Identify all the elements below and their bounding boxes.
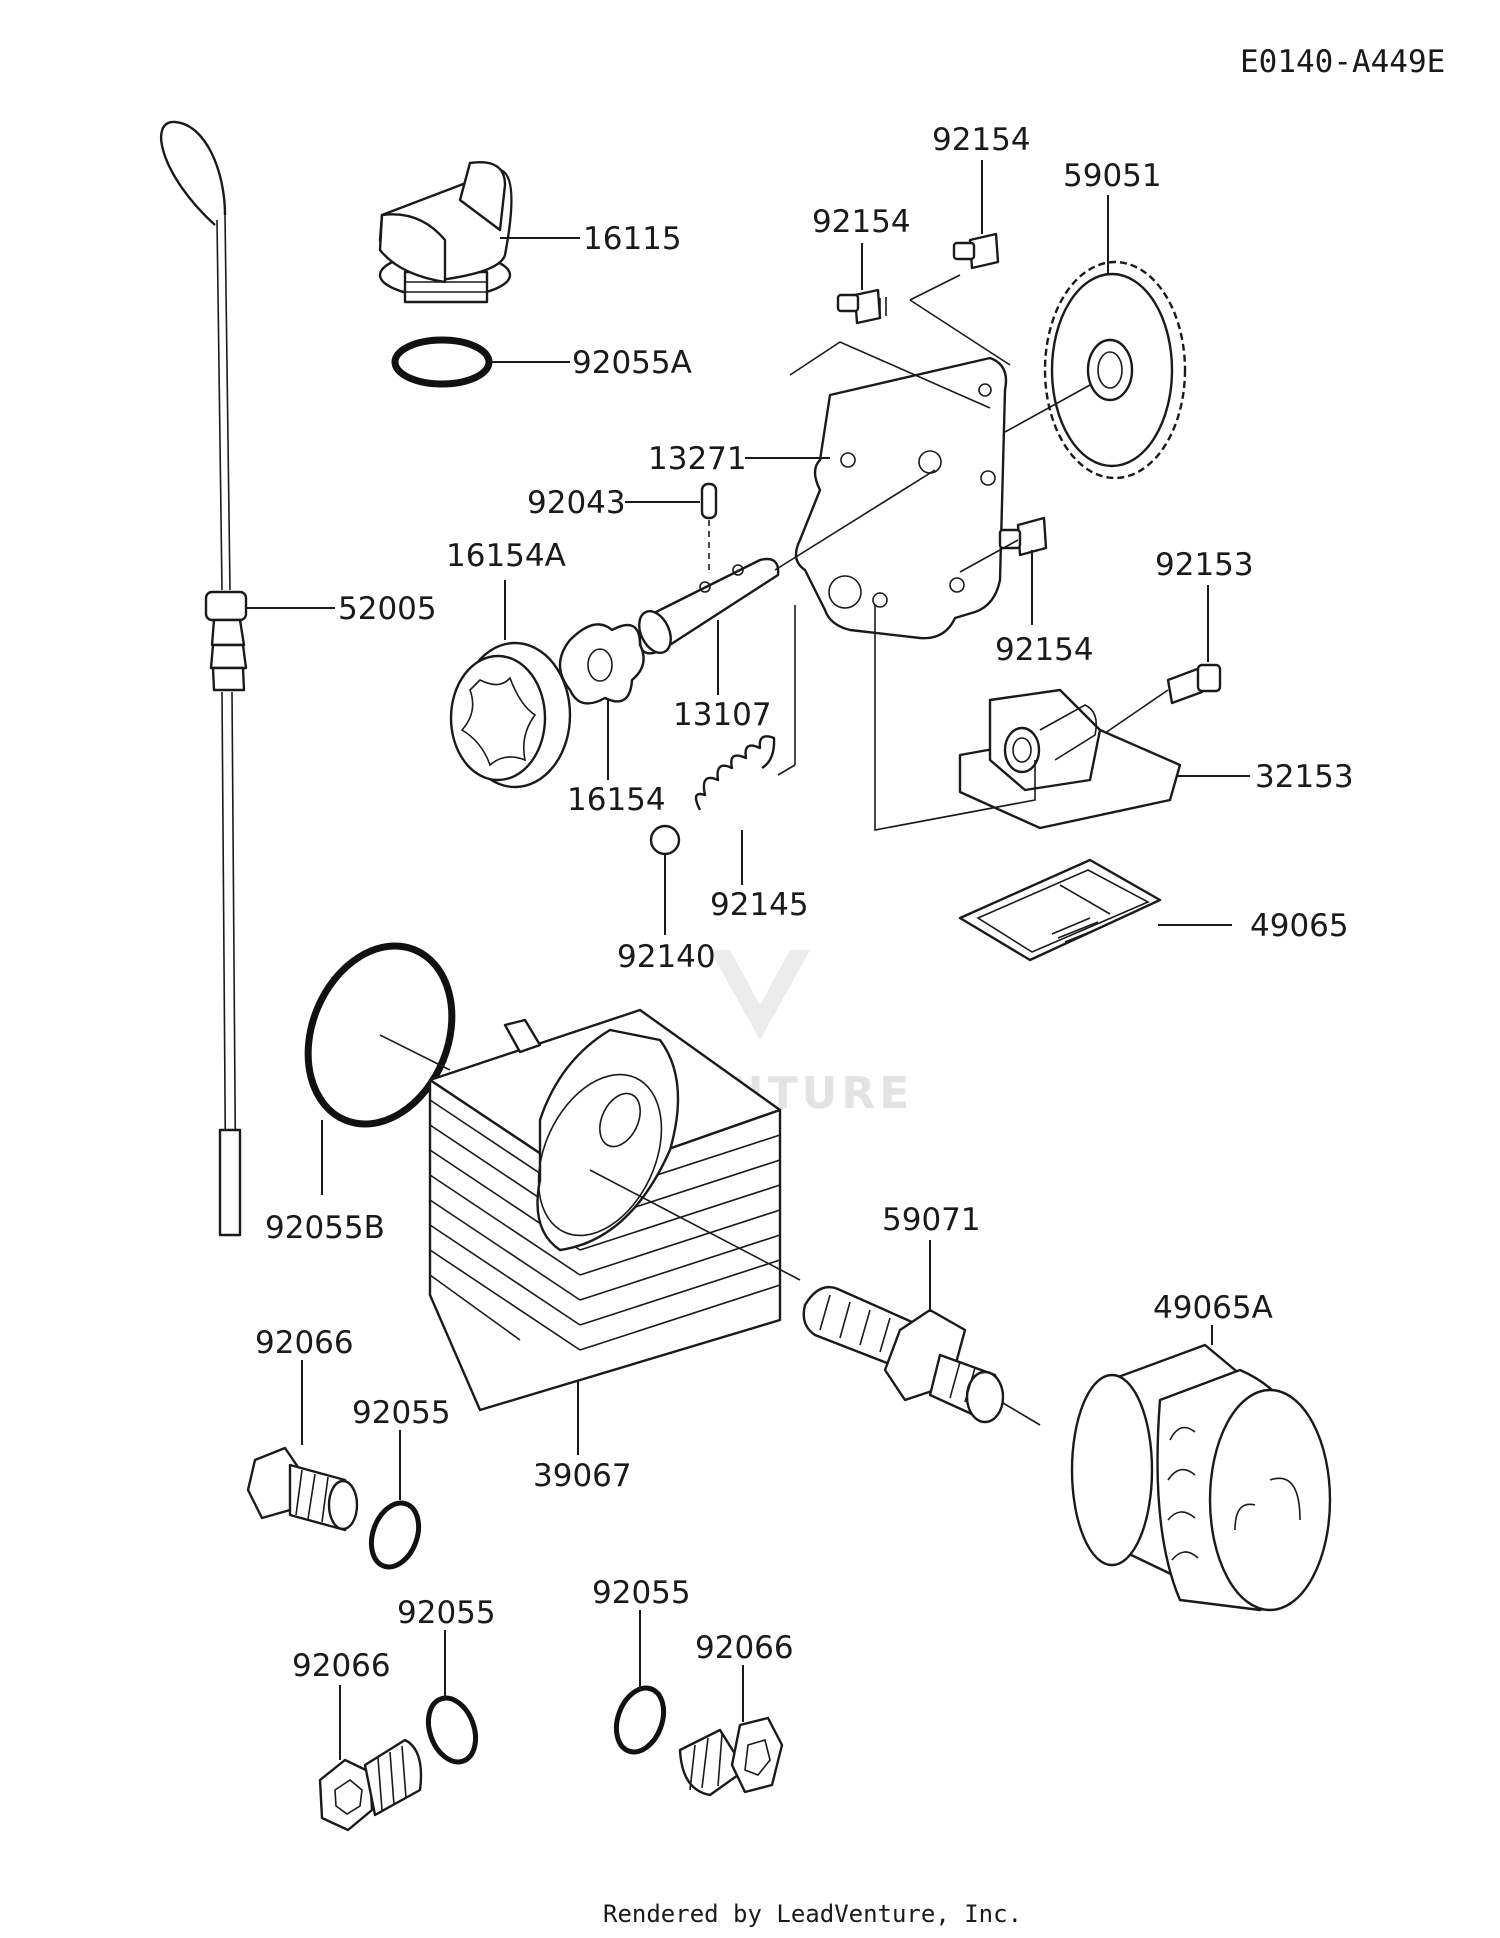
strainer-screen-49065[interactable] bbox=[958, 858, 1232, 962]
label-13271[interactable]: 13271 bbox=[648, 441, 747, 477]
washer-92055-b[interactable] bbox=[420, 1630, 484, 1769]
label-92055-c[interactable]: 92055 bbox=[592, 1575, 691, 1611]
label-92154-a[interactable]: 92154 bbox=[812, 204, 911, 240]
label-16115[interactable]: 16115 bbox=[583, 221, 682, 257]
label-39067[interactable]: 39067 bbox=[533, 1458, 632, 1494]
label-92145[interactable]: 92145 bbox=[710, 887, 809, 923]
label-52005[interactable]: 52005 bbox=[338, 591, 437, 627]
label-13107[interactable]: 13107 bbox=[673, 697, 772, 733]
diagram-code: E0140-A449E bbox=[1240, 44, 1445, 80]
part-labels: 16115 92055A 13271 92043 16154A 52005 16… bbox=[255, 122, 1354, 1684]
drain-plug-92066-b[interactable] bbox=[318, 1685, 423, 1832]
assembly-line-a bbox=[789, 341, 991, 409]
label-32153[interactable]: 32153 bbox=[1255, 759, 1354, 795]
gear-59051[interactable] bbox=[1004, 195, 1187, 480]
washer-92055-c[interactable] bbox=[608, 1610, 672, 1759]
o-ring-92055B[interactable] bbox=[282, 924, 477, 1195]
footer-credit: Rendered by LeadVenture, Inc. bbox=[603, 1900, 1022, 1928]
label-49065A[interactable]: 49065A bbox=[1153, 1290, 1273, 1326]
oil-filler-cap-16115[interactable] bbox=[378, 161, 580, 304]
pin-92043[interactable] bbox=[625, 482, 718, 575]
oil-cooler-39067[interactable] bbox=[428, 1008, 801, 1455]
label-59051[interactable]: 59051 bbox=[1063, 158, 1162, 194]
label-92055-a[interactable]: 92055 bbox=[352, 1395, 451, 1431]
spring-92145[interactable] bbox=[694, 605, 796, 885]
label-92055-b[interactable]: 92055 bbox=[397, 1595, 496, 1631]
label-49065[interactable]: 49065 bbox=[1250, 908, 1349, 944]
drain-plug-92066-c[interactable] bbox=[678, 1665, 784, 1797]
label-92066-b[interactable]: 92066 bbox=[292, 1648, 391, 1684]
oil-filter-49065A[interactable] bbox=[1070, 1325, 1332, 1612]
assembly-line-b bbox=[909, 274, 1011, 366]
label-92055B[interactable]: 92055B bbox=[265, 1210, 385, 1246]
ball-92140[interactable] bbox=[649, 824, 681, 935]
washer-92055-a[interactable] bbox=[363, 1430, 427, 1574]
pump-cover-13271[interactable] bbox=[745, 356, 1008, 640]
pump-shaft-13107[interactable] bbox=[633, 469, 936, 695]
label-16154[interactable]: 16154 bbox=[567, 782, 666, 818]
label-92154-b[interactable]: 92154 bbox=[932, 122, 1031, 158]
label-92154-c[interactable]: 92154 bbox=[995, 632, 1094, 668]
label-59071[interactable]: 59071 bbox=[882, 1202, 981, 1238]
bolt-92153[interactable] bbox=[1094, 585, 1222, 741]
outer-rotor-16154A[interactable] bbox=[449, 580, 572, 789]
label-92153[interactable]: 92153 bbox=[1155, 547, 1254, 583]
label-16154A[interactable]: 16154A bbox=[446, 538, 566, 574]
bolt-92154-c[interactable] bbox=[959, 516, 1048, 625]
drain-plug-92066-a[interactable] bbox=[246, 1360, 359, 1532]
label-92055A[interactable]: 92055A bbox=[572, 345, 692, 381]
o-ring-92055A[interactable] bbox=[391, 336, 570, 388]
bolt-92154-b[interactable] bbox=[952, 160, 1000, 270]
inner-rotor-16154[interactable] bbox=[558, 623, 645, 780]
strainer-housing-32153[interactable] bbox=[874, 605, 1250, 831]
dipstick-52005[interactable] bbox=[160, 120, 335, 1237]
bolt-92154-a[interactable] bbox=[836, 243, 887, 325]
union-bolt-59071[interactable] bbox=[802, 1240, 1041, 1426]
label-92066-c[interactable]: 92066 bbox=[695, 1630, 794, 1666]
label-92043[interactable]: 92043 bbox=[527, 485, 626, 521]
label-92140[interactable]: 92140 bbox=[617, 939, 716, 975]
label-92066-a[interactable]: 92066 bbox=[255, 1325, 354, 1361]
